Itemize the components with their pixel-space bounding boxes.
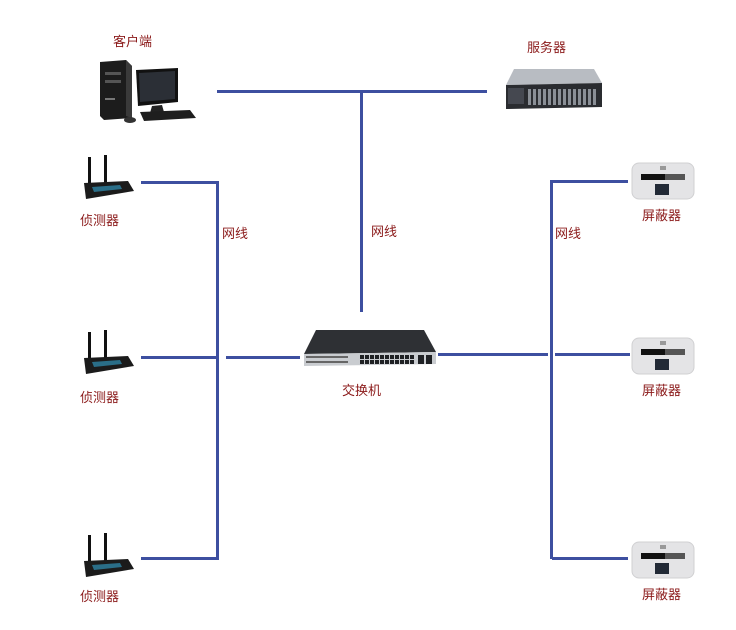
wire-label-right: 网线 <box>555 227 582 242</box>
detector-label-1: 侦测器 <box>80 214 120 229</box>
server-label: 服务器 <box>527 41 567 56</box>
wire-label-top: 网线 <box>371 225 398 240</box>
wire-shield-3 <box>552 557 628 560</box>
signal-shield-icon <box>631 162 695 200</box>
detector-label-2: 侦测器 <box>80 391 120 406</box>
detector-router-icon <box>84 533 134 577</box>
wire-detector-2 <box>141 356 219 359</box>
detector-router-icon <box>84 155 134 199</box>
wire-client-server <box>217 90 487 93</box>
wire-shield-2 <box>555 353 630 356</box>
wire-switch-to-right <box>438 353 548 356</box>
detector-router-icon <box>84 330 134 374</box>
signal-shield-icon <box>631 337 695 375</box>
wire-left-to-switch <box>226 356 300 359</box>
desktop-computer-icon <box>100 60 196 123</box>
shield-label-1: 屏蔽器 <box>642 209 682 224</box>
wire-label-left: 网线 <box>222 227 249 242</box>
wire-detector-1 <box>141 181 219 184</box>
detector-label-3: 侦测器 <box>80 590 120 605</box>
shield-label-2: 屏蔽器 <box>642 384 682 399</box>
rack-server-icon <box>506 69 602 109</box>
switch-label: 交换机 <box>342 384 382 399</box>
client-label: 客户端 <box>113 35 153 50</box>
wire-detector-3 <box>141 557 219 560</box>
network-switch-icon <box>304 330 436 366</box>
wire-right-bus <box>550 180 553 559</box>
signal-shield-icon <box>631 541 695 579</box>
wire-bus-to-switch <box>360 90 363 312</box>
shield-label-3: 屏蔽器 <box>642 588 682 603</box>
wire-left-bus <box>216 181 219 559</box>
wire-shield-1 <box>552 180 628 183</box>
